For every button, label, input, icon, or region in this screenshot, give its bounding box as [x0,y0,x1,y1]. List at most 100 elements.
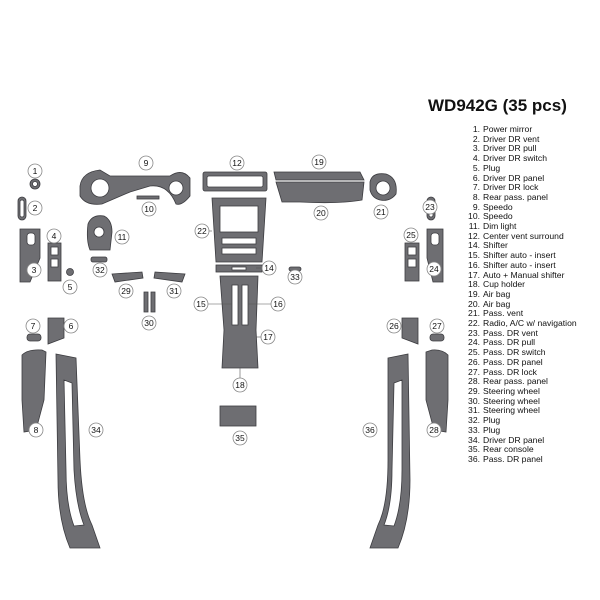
svg-text:19: 19 [314,157,324,167]
legend-label: Pass. DR vent [483,327,538,338]
piece-4-driver-dr-switch [47,242,62,282]
legend-number: 4. [472,153,480,164]
legend-item: 6.Driver DR panel [464,172,577,184]
legend-item: 28.Rear pass. panel [464,376,577,387]
piece-5-plug [66,268,74,276]
piece-28-rear-pass-panel [425,349,449,433]
legend-item: 26.Pass. DR panel [464,356,577,368]
svg-text:24: 24 [429,264,439,274]
legend-number: 36. [468,453,480,464]
piece-27-pass-dr-lock [429,333,445,342]
legend-label: Shifter auto - insert [483,259,556,270]
legend-label: Plug [483,162,501,173]
svg-text:27: 27 [432,321,442,331]
svg-text:1: 1 [33,166,38,176]
svg-text:4: 4 [52,231,57,241]
callout-12: 12 [229,155,245,171]
legend-item: 19.Air bag [464,289,577,300]
callout-15: 15 [193,296,209,312]
legend-label: Pass. DR panel [483,453,543,464]
legend-label: Shifter auto - insert [483,250,556,261]
piece-15-shifter-auto-insert [231,284,239,326]
piece-14-shifter [215,264,263,273]
piece-19-air-bag [273,171,365,181]
legend-item: 20.Air bag [464,298,577,310]
legend-label: Pass. DR lock [483,366,537,377]
legend-number: 5. [472,162,480,173]
svg-text:14: 14 [264,263,274,273]
legend-item: 21.Pass. vent [464,309,577,319]
callout-23: 23 [422,199,438,215]
svg-text:21: 21 [376,207,386,217]
callout-27: 27 [429,318,445,334]
svg-text:25: 25 [406,230,416,240]
callout-35: 35 [232,430,248,446]
callout-33: 33 [287,269,303,285]
legend-item: 7.Driver DR lock [464,182,577,193]
legend-item: 30.Steering wheel [464,395,577,407]
legend-item: 25.Pass. DR switch [464,347,577,358]
svg-text:12: 12 [232,158,242,168]
legend-label: Driver DR panel [483,172,545,183]
piece-17-auto-manual-shifter [219,275,259,369]
svg-text:33: 33 [290,272,300,282]
svg-text:6: 6 [69,321,74,331]
piece-2-driver-dr-vent [17,196,27,221]
legend-item: 33.Plug [464,424,577,436]
legend-item: 11.Dim light [464,221,577,232]
legend-number: 9. [472,201,480,212]
callout-28: 28 [426,422,442,438]
svg-text:7: 7 [31,321,36,331]
callout-22: 22 [194,223,210,239]
piece-22-radio-ac [211,197,267,263]
piece-30-steering-wheel [143,291,156,313]
legend-label: Steering wheel [483,385,540,396]
piece-26-pass-dr-panel [401,317,419,345]
piece-6-driver-dr-panel [47,317,65,345]
legend-item: 18.Cup holder [464,279,577,290]
legend-label: Plug [483,424,501,435]
svg-text:5: 5 [68,282,73,292]
kit-title: WD942G (35 pcs) [428,96,567,115]
legend-label: Driver DR vent [483,133,540,144]
legend-label: Pass. vent [483,308,524,319]
callout-26: 26 [386,318,402,334]
svg-text:18: 18 [235,380,245,390]
legend-number: 27. [468,366,480,377]
callout-7: 7 [25,318,41,334]
legend-number: 23. [468,327,480,338]
legend-number: 20. [468,298,480,309]
legend-label: Pass. DR pull [483,337,536,348]
callout-36: 36 [362,422,378,438]
legend-label: Center vent surround [483,230,564,241]
legend-number: 25. [468,347,480,358]
legend-label: Pass. DR panel [483,356,543,367]
legend-item: 1.Power mirror [464,124,577,135]
svg-text:35: 35 [235,433,245,443]
callout-16: 16 [270,296,286,312]
piece-25-pass-dr-switch [404,242,420,282]
svg-text:9: 9 [144,158,149,168]
svg-text:10: 10 [144,204,154,214]
legend-number: 35. [468,444,480,455]
legend-number: 32. [468,415,480,426]
legend-item: 4.Driver DR switch [464,153,577,164]
svg-text:30: 30 [144,318,154,328]
legend-number: 8. [472,191,480,202]
legend-item: 3.Driver DR pull [464,144,577,154]
svg-text:17: 17 [263,332,273,342]
callout-8: 8 [28,422,44,438]
piece-34-driver-dr-panel [55,353,101,549]
legend-item: 17.Auto + Manual shifter [464,270,577,281]
legend-number: 33. [468,424,480,435]
legend-number: 24. [468,337,480,348]
svg-text:36: 36 [365,425,375,435]
piece-9-speedo [79,169,191,205]
legend-label: Driver DR pull [483,143,537,154]
callout-18: 18 [232,377,248,393]
legend-number: 30. [468,395,480,406]
legend-number: 26. [468,356,480,367]
legend-number: 28. [468,376,480,387]
legend-number: 11. [468,221,480,232]
